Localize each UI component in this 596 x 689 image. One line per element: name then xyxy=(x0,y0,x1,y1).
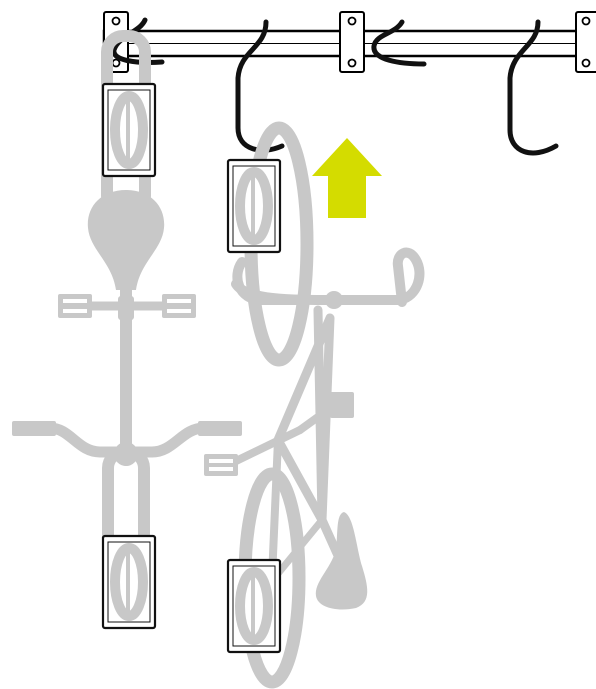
pedal-left xyxy=(58,294,92,318)
stem xyxy=(325,291,343,309)
bicycle-front-view-parts xyxy=(12,190,242,466)
saddle xyxy=(87,190,165,290)
pedal-lower xyxy=(204,454,238,476)
mounting-bracket-right xyxy=(575,11,596,73)
up-arrow-icon xyxy=(312,138,382,218)
grip-left xyxy=(12,421,56,436)
seat-stay xyxy=(272,516,326,580)
drop-handlebar xyxy=(231,247,425,307)
storage-hook-3 xyxy=(371,19,427,67)
bicycle-side-view xyxy=(230,121,425,689)
pedal-right xyxy=(162,294,196,318)
frame-triangle xyxy=(273,313,335,525)
saddle-side xyxy=(315,512,368,610)
mounting-bracket-middle xyxy=(339,11,365,73)
bicycle-side-view-parts xyxy=(204,291,368,610)
headset xyxy=(114,442,138,466)
wheel-tray-4 xyxy=(226,558,282,654)
wheel-tray-2 xyxy=(226,158,282,254)
pedal-upper xyxy=(330,392,354,418)
crank-arm-lower xyxy=(230,426,304,466)
bottom-bracket xyxy=(118,296,134,320)
wheel-tray-3 xyxy=(101,534,157,630)
wheel-tray-1 xyxy=(101,82,157,178)
storage-hook-4 xyxy=(507,19,559,156)
grip-right xyxy=(198,421,242,436)
chain-stay xyxy=(268,436,282,582)
